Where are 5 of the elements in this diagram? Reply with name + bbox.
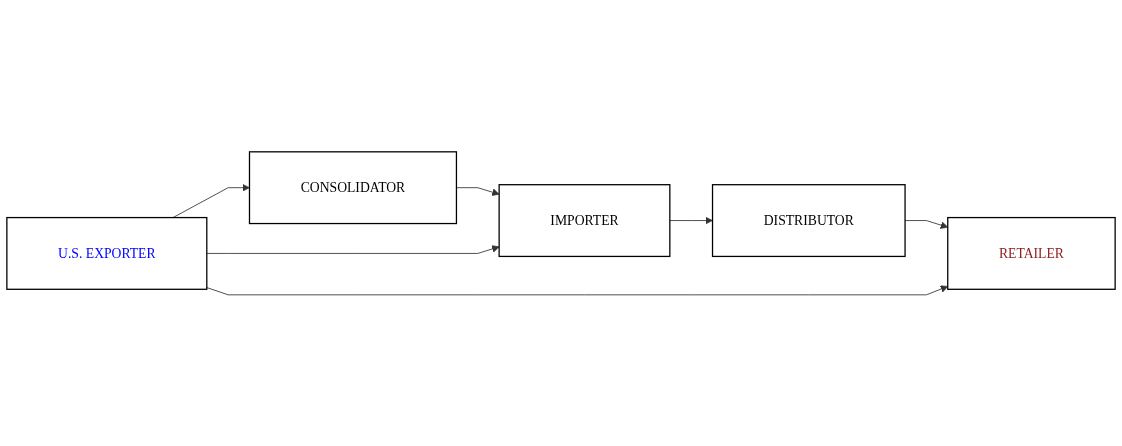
node-box: IMPORTER — [498, 183, 671, 257]
node-box: CONSOLIDATOR — [248, 150, 458, 224]
node-box: RETAILER — [947, 216, 1116, 290]
node-box: DISTRIBUTOR — [711, 183, 906, 257]
node-box: U.S. EXPORTER — [6, 216, 208, 290]
